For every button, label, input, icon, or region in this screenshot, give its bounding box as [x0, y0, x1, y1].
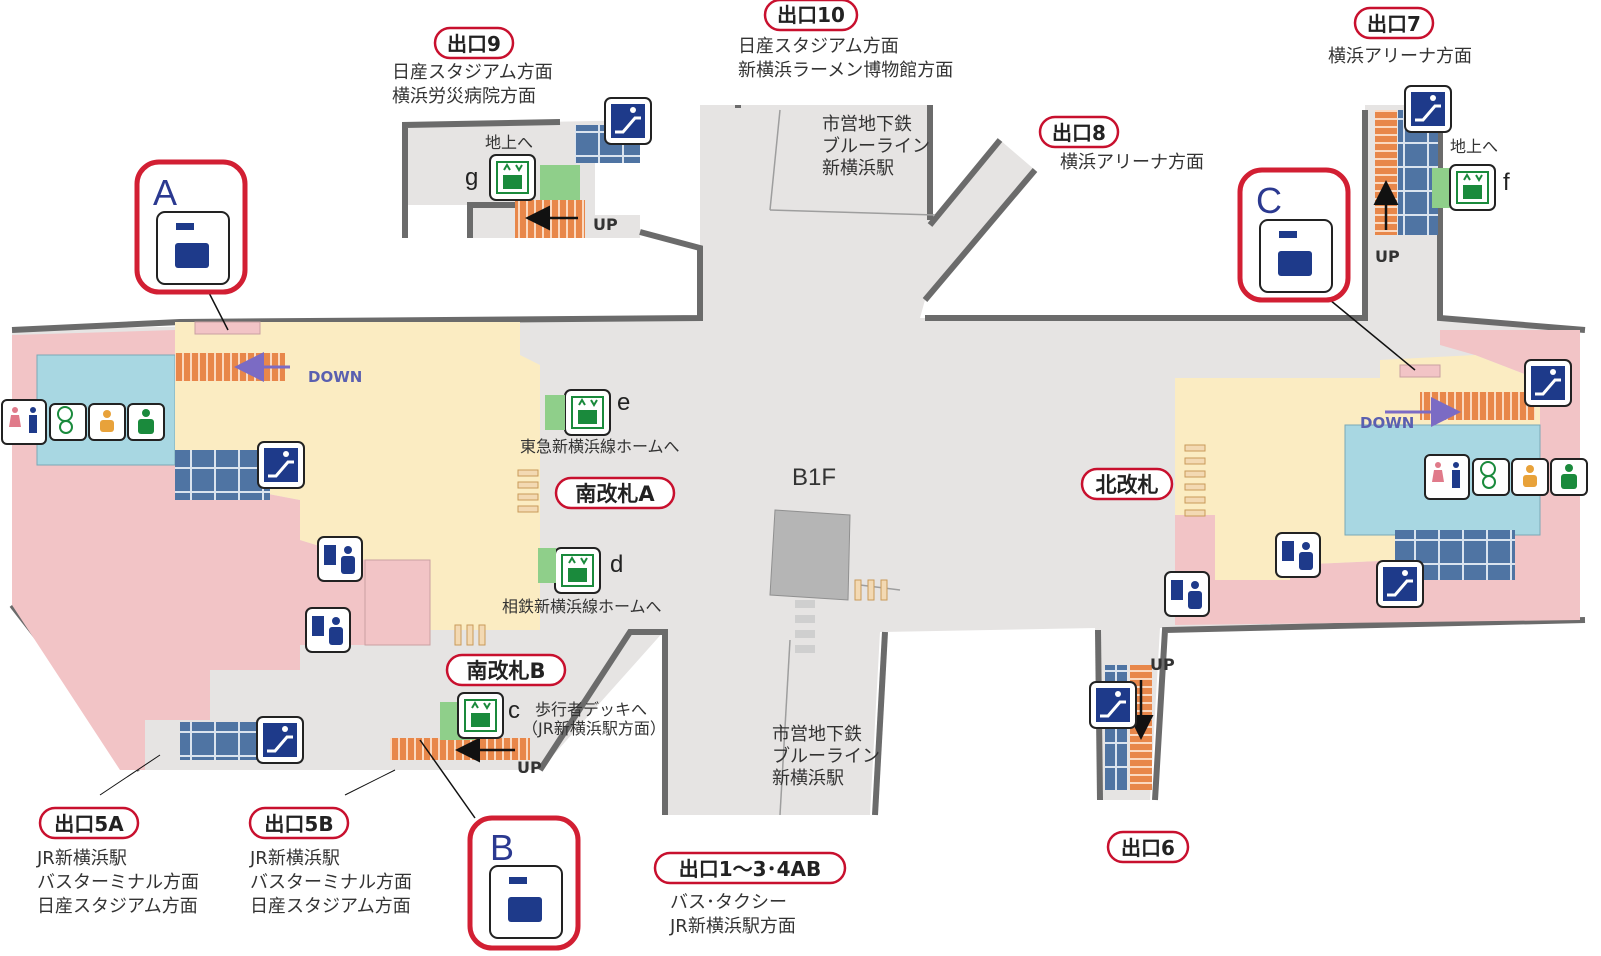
- exit-7-dest-1: 横浜アリーナ方面: [1328, 46, 1472, 67]
- elevator-g-letter: g: [465, 164, 478, 191]
- elevator-icon: [1463, 185, 1482, 199]
- exit-5b-label: 出口5B: [264, 812, 333, 836]
- exit-9[interactable]: 出口9 日産スタジアム方面 横浜労災病院方面: [392, 26, 553, 107]
- elevator-d-letter: d: [610, 551, 623, 578]
- platform-label-top: 市営地下鉄 ブルーライン 新横浜駅: [822, 114, 930, 179]
- elevator-icon: [503, 175, 522, 189]
- elevator-icon: [568, 568, 587, 582]
- platform-bottom-line-1: 市営地下鉄: [772, 724, 862, 745]
- locker-a-letter: A: [153, 172, 177, 213]
- exit-10[interactable]: 出口10 日産スタジアム方面 新横浜ラーメン博物館方面: [738, 0, 953, 81]
- platform-top-line-2: ブルーライン: [822, 135, 930, 157]
- locker-a[interactable]: A: [134, 159, 248, 295]
- exit-5a-dest-3: 日産スタジアム方面: [37, 896, 198, 917]
- gate-south-b[interactable]: 南改札B: [445, 653, 567, 687]
- escalator-up-exit5b: UP: [517, 758, 542, 777]
- locker-c[interactable]: C: [1237, 167, 1351, 303]
- exit-8[interactable]: 出口8 横浜アリーナ方面: [1038, 115, 1204, 173]
- platform-label-bottom: 市営地下鉄 ブルーライン 新横浜駅: [772, 724, 880, 789]
- escalator-icon: [1376, 560, 1424, 608]
- restroom-icons-right: [1424, 454, 1588, 500]
- exit-1-4-label: 出口1〜3･4AB: [679, 857, 821, 881]
- exit-5a-dest-1: JR新横浜駅: [36, 848, 127, 869]
- exit-9-dest-1: 日産スタジアム方面: [392, 62, 553, 83]
- elevator-icon: [471, 713, 490, 727]
- escalator-down-right: DOWN: [1360, 414, 1414, 432]
- gate-north-label: 北改札: [1096, 473, 1159, 497]
- elevator-g[interactable]: g 地上へ: [465, 133, 536, 201]
- elevator-f-letter: f: [1503, 169, 1510, 196]
- restroom-icon: [1424, 454, 1470, 500]
- escalator-icon: [257, 441, 305, 489]
- exit-9-label: 出口9: [447, 32, 501, 56]
- platform-bottom-line-2: ブルーライン: [772, 745, 880, 767]
- locker-b-letter: B: [490, 827, 514, 868]
- gate-markers: [454, 444, 1206, 646]
- exit-5b-dest-3: 日産スタジアム方面: [250, 896, 411, 917]
- escalator-icon: [1524, 359, 1572, 407]
- elevator-f-note: 地上へ: [1450, 137, 1498, 156]
- gate-south-a[interactable]: 南改札A: [554, 476, 676, 510]
- gate-north[interactable]: 北改札: [1080, 467, 1174, 501]
- escalator-down-left: DOWN: [308, 368, 362, 386]
- gate-south-a-label: 南改札A: [575, 482, 655, 506]
- exit-1-4-dest-1: バス･タクシー: [670, 892, 787, 913]
- escalator-up-exit7: UP: [1375, 247, 1400, 266]
- exit-8-label: 出口8: [1052, 121, 1106, 145]
- escalator-icon: [1089, 681, 1137, 729]
- elevator-e[interactable]: e 東急新横浜線ホームへ: [520, 389, 680, 456]
- platform-top-line-3: 新横浜駅: [822, 158, 894, 179]
- elevator-f[interactable]: f 地上へ: [1449, 137, 1510, 211]
- elevator-d-note: 相鉄新横浜線ホームへ: [502, 597, 662, 616]
- floor-label: B1F: [792, 464, 836, 491]
- exit-10-dest-2: 新横浜ラーメン博物館方面: [738, 60, 953, 81]
- platform-bottom-line-3: 新横浜駅: [772, 768, 844, 789]
- exit-1-4[interactable]: 出口1〜3･4AB バス･タクシー JR新横浜駅方面: [653, 851, 847, 937]
- exit7-stairs: [1373, 110, 1454, 235]
- restroom-icon: [1, 399, 47, 445]
- exit-5a[interactable]: 出口5A JR新横浜駅 バスターミナル方面 日産スタジアム方面: [36, 806, 199, 917]
- exit-10-label: 出口10: [777, 3, 845, 27]
- escalator-up-exit9: UP: [593, 215, 618, 234]
- gate-south-b-label: 南改札B: [466, 659, 545, 683]
- elevator-c-note-1: 歩行者デッキへ: [535, 700, 647, 719]
- exit-5b[interactable]: 出口5B JR新横浜駅 バスターミナル方面 日産スタジアム方面: [248, 806, 412, 917]
- exit-5a-dest-2: バスターミナル方面: [37, 872, 199, 893]
- elevator-c-note-2: （JR新横浜駅方面）: [522, 719, 666, 738]
- elevator-d[interactable]: d 相鉄新横浜線ホームへ: [502, 547, 662, 616]
- platform-top-line-1: 市営地下鉄: [822, 114, 912, 135]
- exit-7-label: 出口7: [1367, 12, 1421, 36]
- ticket-machine-icon: [1275, 532, 1321, 578]
- elevator-c[interactable]: c 歩行者デッキへ （JR新横浜駅方面）: [457, 692, 666, 739]
- escalator-icon: [256, 716, 304, 764]
- escalator-icon: [604, 97, 652, 145]
- exit-7[interactable]: 出口7 横浜アリーナ方面: [1328, 6, 1472, 67]
- elevator-g-note: 地上へ: [485, 133, 533, 152]
- elevator-c-letter: c: [508, 697, 520, 724]
- locker-b[interactable]: B: [467, 815, 581, 951]
- elevator-icon: [578, 410, 597, 424]
- locker-c-letter: C: [1256, 180, 1282, 221]
- restroom-icons-left: [1, 399, 165, 445]
- exit-6-label: 出口6: [1121, 836, 1175, 860]
- center-structure: [769, 109, 936, 816]
- exit-8-dest-1: 横浜アリーナ方面: [1060, 152, 1204, 173]
- exit-1-4-dest-2: JR新横浜駅方面: [669, 916, 796, 937]
- ticket-machine-icon: [317, 536, 363, 582]
- elevator-e-letter: e: [617, 389, 630, 416]
- exit-10-dest-1: 日産スタジアム方面: [738, 36, 899, 57]
- escalator-icon: [1404, 85, 1452, 133]
- exit-6[interactable]: 出口6: [1106, 830, 1190, 864]
- escalator-up-exit6: UP: [1150, 655, 1175, 674]
- elevator-e-note: 東急新横浜線ホームへ: [520, 437, 680, 456]
- ticket-machine-icon: [1164, 571, 1210, 617]
- exit-5a-label: 出口5A: [54, 812, 124, 836]
- exit-5b-dest-2: バスターミナル方面: [250, 872, 412, 893]
- ticket-machine-icon: [305, 607, 351, 653]
- exit-9-dest-2: 横浜労災病院方面: [392, 86, 536, 107]
- exit-5b-dest-1: JR新横浜駅: [249, 848, 340, 869]
